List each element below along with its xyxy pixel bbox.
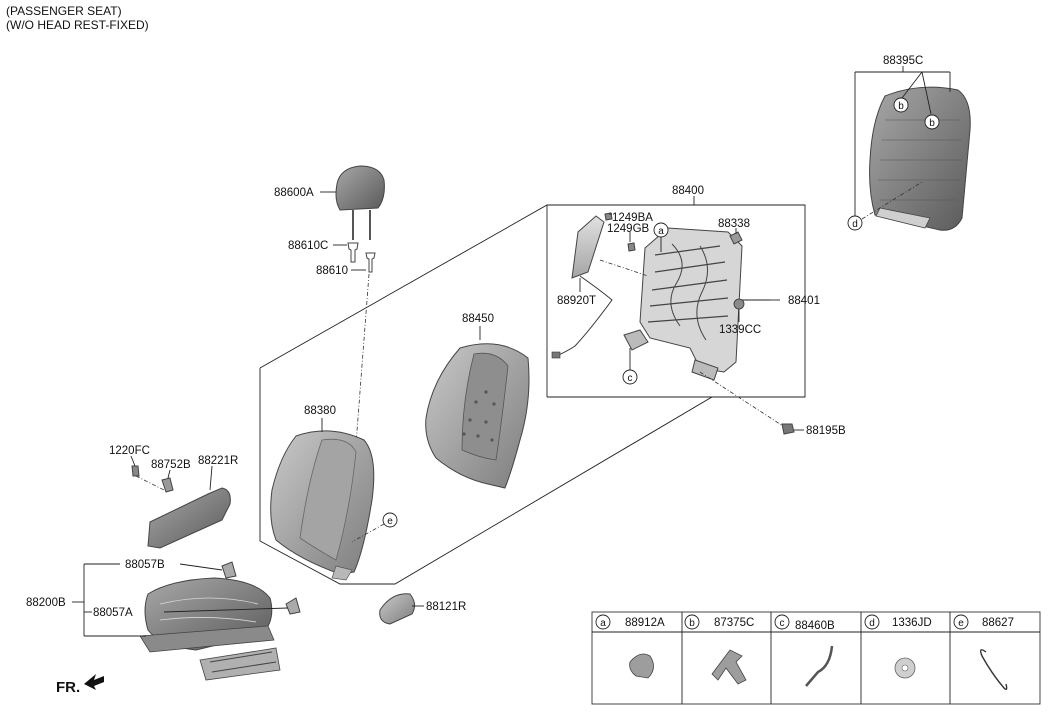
- callout-b-2-letter: b: [929, 118, 935, 129]
- label-88600A: 88600A: [274, 187, 314, 199]
- legend-cell-e: e 88627: [953, 614, 1014, 691]
- bolt-1249BA: [604, 212, 613, 221]
- callout-e: [382, 512, 398, 528]
- legend-part-88627: 88627: [982, 617, 1014, 629]
- label-88380: 88380: [304, 405, 336, 417]
- assembly-line-d: [861, 181, 923, 220]
- airbag-module: [551, 215, 613, 359]
- leader-88057A: [163, 607, 289, 613]
- assembly-line-headrest: [355, 273, 370, 445]
- label-88400: 88400: [672, 185, 704, 197]
- legend-letter-d: d: [869, 618, 875, 629]
- seat-back-pad: [270, 430, 375, 581]
- legend-letter-c: c: [780, 618, 785, 629]
- guide-88610: [365, 252, 376, 273]
- clip-88057B: [221, 561, 237, 579]
- leader-b2: [921, 71, 932, 115]
- label-88450: 88450: [462, 313, 494, 325]
- label-88401: 88401: [788, 295, 820, 307]
- callout-c-letter: c: [628, 373, 633, 384]
- leader-88221R: [209, 465, 213, 491]
- legend-cell-c: c 88460B: [774, 614, 835, 687]
- label-1220FC: 1220FC: [109, 445, 150, 457]
- label-88057A: 88057A: [93, 607, 133, 619]
- seat-cushion: [139, 577, 281, 681]
- label-88610C: 88610C: [288, 240, 328, 252]
- cover-88752B: [161, 477, 174, 493]
- callout-e-letter: e: [387, 516, 393, 527]
- leader-88057B: [179, 563, 223, 571]
- label-88200B: 88200B: [26, 597, 66, 609]
- leader-88752B: [167, 469, 171, 479]
- screw-1220FC: [131, 465, 140, 477]
- clip-88338: [729, 231, 743, 245]
- direction-label: FR.: [56, 679, 80, 696]
- bolt-88195B: [781, 423, 795, 435]
- bolt-1249GB: [627, 242, 636, 252]
- legend-cell-d: d 1336JD: [864, 614, 932, 679]
- legend-letter-b: b: [689, 618, 695, 629]
- part-88460B-drawing: [805, 645, 834, 687]
- label-1249BA: 1249BA: [612, 212, 653, 224]
- front-arrow-icon: [84, 674, 104, 690]
- legend-cell-a: a 88912A: [595, 614, 665, 679]
- headrest: [335, 165, 385, 240]
- legend-part-1336JD: 1336JD: [892, 617, 932, 629]
- guide-88610C: [347, 242, 359, 263]
- part-87375C-drawing: [711, 649, 747, 685]
- callout-b-2: [924, 114, 940, 130]
- part-88627-drawing: [979, 649, 1008, 691]
- assembly-line-airbag: [599, 259, 649, 277]
- assembly-line-1220FC: [135, 475, 165, 491]
- seat-back-board: [869, 86, 971, 231]
- label-88221R: 88221R: [198, 455, 238, 467]
- label-88195B: 88195B: [806, 425, 846, 437]
- legend-letter-a: a: [600, 618, 606, 629]
- label-88121R: 88121R: [426, 601, 466, 613]
- recliner-cover: [379, 593, 416, 625]
- label-88395C: 88395C: [883, 55, 923, 67]
- label-88338: 88338: [718, 218, 750, 230]
- legend-part-87375C: 87375C: [714, 617, 754, 629]
- part-88912A-drawing: [629, 653, 654, 679]
- leader-1220FC: [130, 455, 136, 467]
- callout-b-1-letter: b: [898, 101, 904, 112]
- callout-d-letter: d: [852, 219, 858, 230]
- assembly-line-e: [351, 523, 385, 543]
- header-passenger-seat: (PASSENGER SEAT): [6, 4, 122, 18]
- seat-back-cover: [425, 343, 530, 489]
- label-88752B: 88752B: [151, 459, 191, 471]
- legend-part-88460B: 88460B: [795, 620, 835, 632]
- legend-cell-b: b 87375C: [684, 614, 754, 685]
- assembly-line-88195B: [699, 371, 787, 429]
- legend-part-88912A: 88912A: [625, 617, 665, 629]
- callout-d: [847, 215, 863, 231]
- label-1249GB: 1249GB: [607, 223, 650, 235]
- label-88610: 88610: [316, 265, 348, 277]
- header-without-headrest: (W/O HEAD REST-FIXED): [6, 18, 149, 32]
- label-1339CC: 1339CC: [719, 324, 761, 336]
- callout-b-1: [893, 97, 909, 113]
- callout-a-letter: a: [658, 226, 664, 237]
- label-88057B: 88057B: [125, 559, 165, 571]
- leader-b1: [901, 71, 923, 99]
- side-shield: [147, 487, 231, 549]
- legend-letter-e: e: [958, 618, 964, 629]
- label-88920T: 88920T: [557, 295, 596, 307]
- seat-back-frame: [623, 227, 743, 381]
- nut-1339CC: [733, 298, 745, 310]
- clip-88057A: [285, 597, 301, 615]
